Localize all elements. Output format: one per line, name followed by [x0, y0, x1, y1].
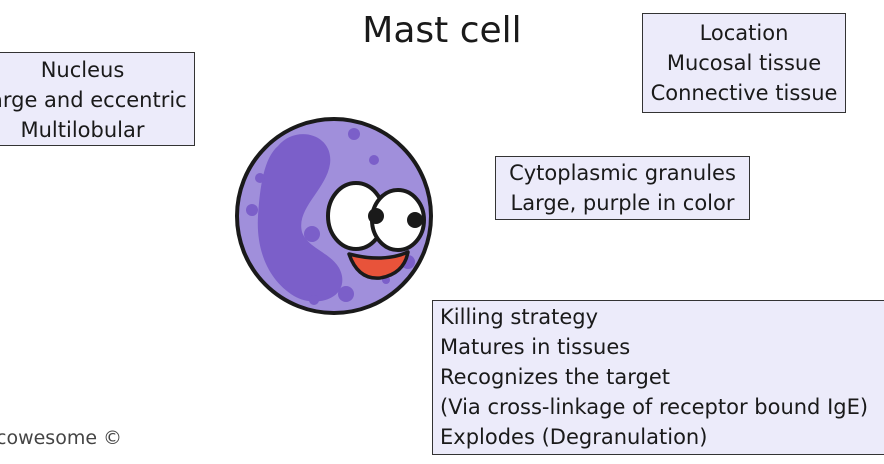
- nucleus-label-box: Nucleus Large and eccentric Multilobular: [0, 52, 195, 146]
- right-pupil: [407, 212, 423, 228]
- location-line: Mucosal tissue: [666, 51, 822, 75]
- nucleus-heading: Nucleus: [40, 58, 125, 82]
- cytoplasmic-granule: [246, 204, 258, 216]
- killing-strategy-label-box: Killing strategy Matures in tissues Reco…: [432, 300, 884, 455]
- left-pupil: [368, 208, 384, 224]
- killing-line: Matures in tissues: [440, 335, 631, 359]
- nucleus-line: Multilobular: [20, 118, 145, 142]
- killing-line: Explodes (Degranulation): [440, 425, 708, 449]
- location-label-box: Location Mucosal tissue Connective tissu…: [642, 13, 846, 113]
- location-heading: Location: [699, 21, 789, 45]
- killing-line: Recognizes the target: [440, 365, 670, 389]
- cytoplasmic-granule: [309, 295, 319, 305]
- killing-line: (Via cross-linkage of receptor bound IgE…: [440, 395, 869, 419]
- cytoplasmic-granule: [304, 226, 320, 242]
- mast-cell-illustration: [235, 117, 433, 315]
- watermark: cowesome ©: [0, 427, 123, 449]
- cytoplasmic-granule: [369, 155, 379, 165]
- diagram-title: Mast cell: [362, 10, 522, 51]
- cytoplasmic-granule: [338, 286, 354, 302]
- granules-line: Large, purple in color: [510, 191, 735, 215]
- cell-nucleus: [257, 134, 343, 302]
- granules-heading: Cytoplasmic granules: [509, 161, 736, 185]
- granules-label-box: Cytoplasmic granules Large, purple in co…: [495, 156, 750, 220]
- location-line: Connective tissue: [650, 81, 838, 105]
- cytoplasmic-granule: [348, 128, 360, 140]
- cytoplasmic-granule: [255, 173, 265, 183]
- killing-heading: Killing strategy: [440, 305, 599, 329]
- mouth: [347, 250, 410, 280]
- nucleus-line: Large and eccentric: [0, 88, 187, 112]
